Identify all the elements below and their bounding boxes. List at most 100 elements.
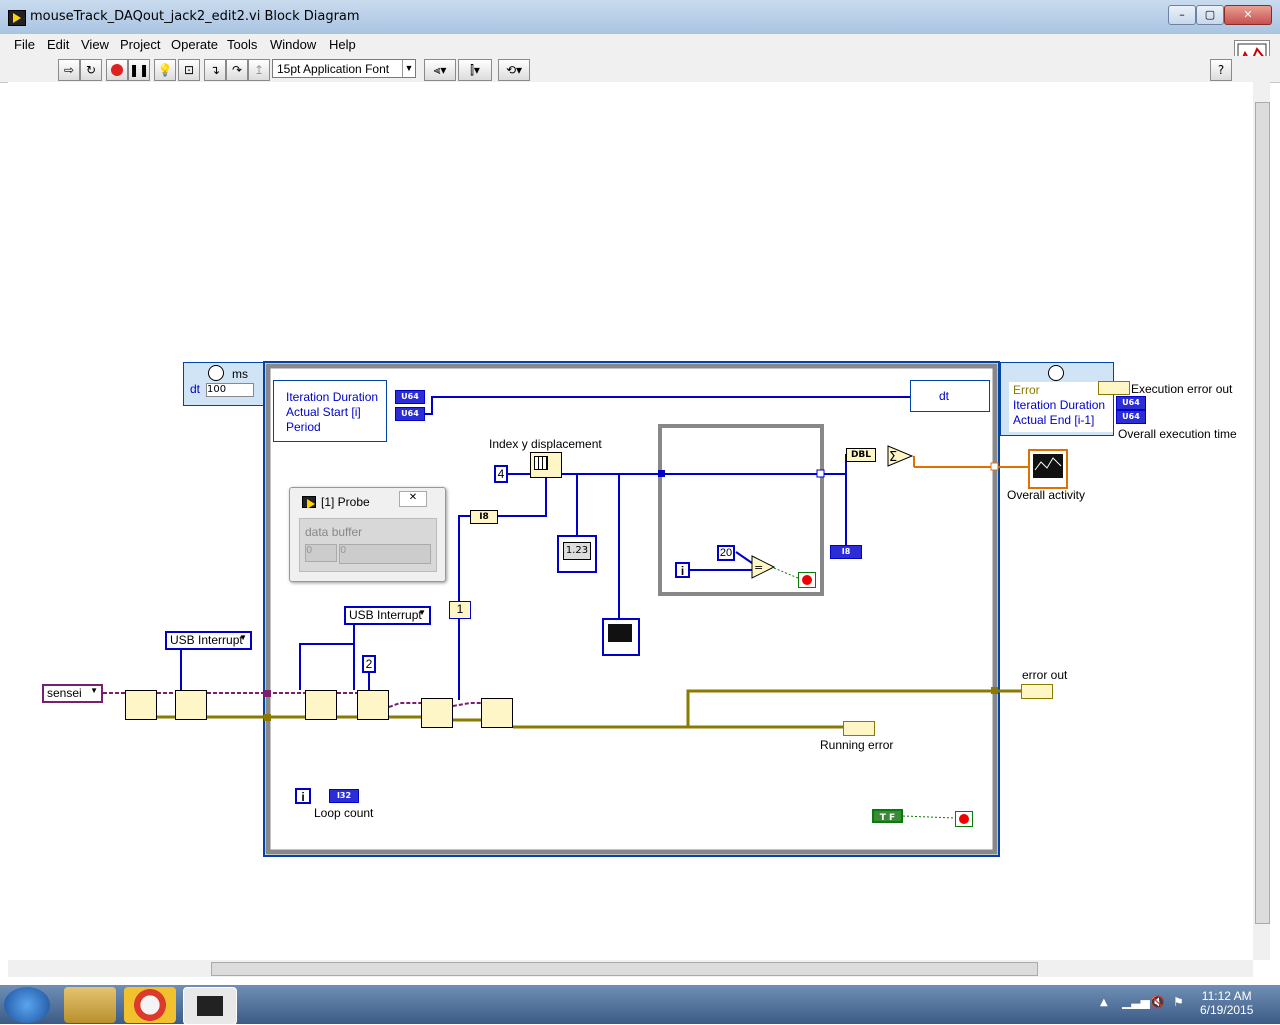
index-array-node[interactable]	[530, 452, 562, 478]
step-into-icon[interactable]: ↴	[204, 59, 226, 81]
block-diagram-canvas[interactable]	[8, 82, 1253, 960]
close-button[interactable]: ✕	[1224, 5, 1272, 25]
constant-two[interactable]: 2	[362, 655, 376, 673]
menu-window[interactable]: Window	[270, 37, 317, 52]
window-title: mouseTrack_DAQout_jack2_edit2.vi Block D…	[30, 9, 360, 24]
node-period: Period	[286, 420, 321, 434]
menu-operate[interactable]: Operate	[171, 37, 218, 52]
chevron-down-icon: ▼	[402, 60, 415, 77]
probe-close-button[interactable]: ✕	[399, 491, 427, 507]
menu-file[interactable]: File	[14, 37, 35, 52]
visa-wait-event-node[interactable]	[357, 690, 389, 720]
context-help-button[interactable]: ?	[1210, 59, 1232, 81]
run-continuously-icon[interactable]: ↻	[80, 59, 102, 81]
step-over-icon[interactable]: ↷	[226, 59, 248, 81]
file-explorer-icon[interactable]	[64, 987, 116, 1023]
menu-project[interactable]: Project	[120, 37, 161, 52]
volume-muted-icon[interactable]: 🔇	[1150, 995, 1165, 1009]
loop-right-dt-node[interactable]: dt	[910, 380, 990, 412]
loop-stop-icon[interactable]	[955, 811, 973, 827]
vertical-scrollbar[interactable]	[1253, 82, 1270, 960]
chevron-down-icon: ▼	[90, 686, 98, 695]
labview-taskbar-icon[interactable]	[183, 987, 237, 1025]
running-error-indicator[interactable]	[843, 721, 875, 736]
boolean-constant[interactable]: T F	[872, 809, 903, 823]
reorder-icon[interactable]: ⟲▾	[498, 59, 530, 81]
tray-expand-icon[interactable]: ▲	[1100, 997, 1108, 1008]
index-y-label: Index y displacement	[489, 437, 602, 451]
chevron-down-icon: ▼	[418, 608, 426, 617]
constant-one[interactable]: 1	[449, 601, 471, 619]
minimize-button[interactable]: –	[1168, 5, 1196, 25]
menu-help[interactable]: Help	[329, 37, 356, 52]
font-select[interactable]: 15pt Application Font▼	[272, 59, 416, 78]
node-iteration-duration-out: Iteration Duration	[1013, 398, 1106, 412]
clock-time: 11:12 AM	[1201, 989, 1252, 1003]
to-i8-node[interactable]: I8	[470, 510, 498, 524]
index-constant[interactable]: 4	[494, 465, 508, 483]
constant-twenty[interactable]: 20	[717, 545, 735, 561]
visa-usb-read-node[interactable]	[421, 698, 453, 728]
chrome-icon[interactable]	[124, 987, 176, 1023]
visa-open-node[interactable]	[125, 690, 157, 720]
timed-loop-output-node[interactable]: Error Iteration Duration Actual End [i-1…	[1000, 362, 1114, 436]
clock-date: 6/19/2015	[1200, 1003, 1254, 1017]
usb-interrupt-ring-2[interactable]: USB Interrupt▼	[344, 606, 431, 625]
probe-field-label: data buffer	[305, 525, 363, 539]
network-icon[interactable]: ▁▃▅	[1122, 995, 1150, 1009]
menu-view[interactable]: View	[81, 37, 109, 52]
clock-icon	[1048, 365, 1064, 381]
iteration-duration-indicator[interactable]: U64	[395, 390, 425, 404]
waveform-chart-icon[interactable]	[602, 618, 640, 656]
overall-end-indicator[interactable]: U64	[1116, 410, 1146, 424]
numeric-indicator[interactable]: 1.23	[557, 535, 597, 573]
overall-execution-time-label: Overall execution time	[1118, 427, 1237, 441]
probe-index[interactable]: 0	[305, 544, 337, 562]
svg-text:=: =	[754, 561, 763, 574]
maximize-button[interactable]: ▢	[1196, 5, 1224, 25]
actual-start-indicator[interactable]: U64	[395, 407, 425, 421]
clock-icon	[208, 365, 224, 381]
visa-close-node[interactable]	[481, 698, 513, 728]
visa-resource-control[interactable]: sensei▼	[42, 684, 103, 703]
i8-array-indicator[interactable]: I8	[830, 545, 862, 559]
menu-bar: File Edit View Project Operate Tools Win…	[0, 34, 1280, 56]
action-center-icon[interactable]: ⚑	[1173, 995, 1184, 1009]
timed-loop-input-node[interactable]: ms dt 100	[183, 362, 264, 406]
menu-edit[interactable]: Edit	[47, 37, 70, 52]
overall-duration-indicator[interactable]: U64	[1116, 396, 1146, 410]
highlight-execution-icon[interactable]: 💡	[154, 59, 176, 81]
iteration-terminal: i	[295, 788, 311, 804]
abort-icon[interactable]	[106, 59, 128, 81]
error-out-indicator[interactable]	[1021, 684, 1053, 699]
execution-error-out-indicator[interactable]	[1098, 381, 1130, 395]
stop-condition-icon[interactable]	[798, 572, 816, 588]
running-error-label: Running error	[820, 738, 894, 752]
run-arrow-icon[interactable]: ⇨	[58, 59, 80, 81]
horizontal-scrollbar[interactable]	[8, 960, 1253, 977]
visa-enable-event-node[interactable]	[175, 690, 207, 720]
node-actual-end: Actual End [i-1]	[1013, 413, 1095, 427]
node-actual-start: Actual Start [i]	[286, 405, 361, 419]
loop-count-indicator[interactable]: I32	[329, 789, 359, 803]
retain-wire-values-icon[interactable]: ⊡	[178, 59, 200, 81]
timing-unit-label: ms	[232, 367, 248, 381]
usb-interrupt-ring-1[interactable]: USB Interrupt▼	[165, 631, 252, 650]
svg-text:Σ: Σ	[889, 450, 897, 465]
menu-tools[interactable]: Tools	[227, 37, 258, 52]
numeric-display: 1.23	[563, 542, 591, 560]
probe-window[interactable]: [1] Probe ✕ data buffer 0 0	[289, 487, 446, 582]
start-button-icon[interactable]	[4, 987, 50, 1023]
loop-left-data-node[interactable]: Iteration Duration Actual Start [i] Peri…	[273, 380, 387, 442]
visa-discard-events-node[interactable]	[305, 690, 337, 720]
distribute-objects-icon[interactable]: ⫿▾	[458, 59, 492, 81]
to-dbl-node[interactable]: DBL	[846, 448, 876, 462]
dt-label: dt	[190, 382, 201, 396]
clock[interactable]: 11:12 AM 6/19/2015	[1200, 989, 1253, 1017]
pause-icon[interactable]: ❚❚	[128, 59, 150, 81]
chart-icon[interactable]	[1028, 449, 1068, 489]
step-out-icon[interactable]: ↥	[248, 59, 270, 81]
align-objects-icon[interactable]: ⫷▾	[424, 59, 456, 81]
dt-value-field[interactable]: 100	[206, 383, 254, 397]
